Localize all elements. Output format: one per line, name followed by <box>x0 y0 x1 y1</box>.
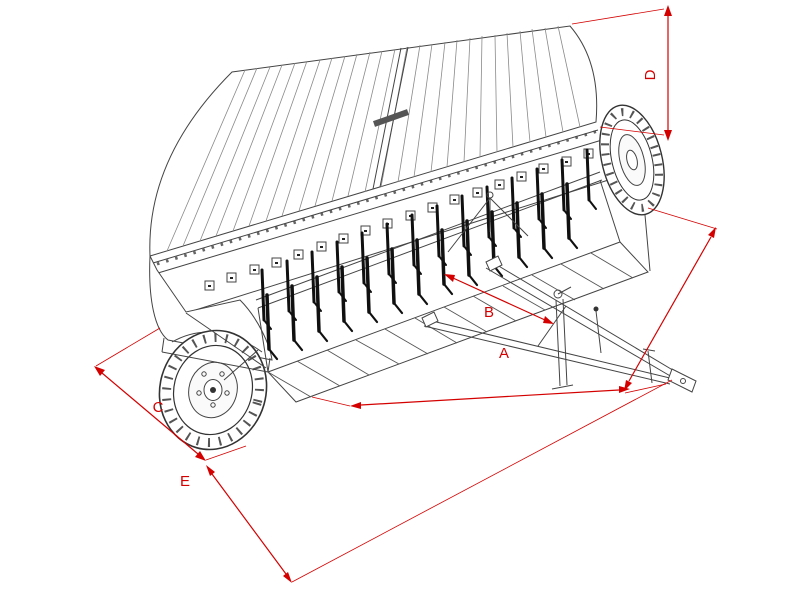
left-wheel <box>158 329 268 451</box>
seed-meter-row <box>204 148 594 291</box>
arrowhead <box>543 316 554 324</box>
arrowhead <box>664 5 672 16</box>
dimension-c-label: C <box>153 399 164 416</box>
dimension-b-label: B <box>484 304 494 321</box>
arrowhead <box>619 386 630 393</box>
dimension-b: B <box>444 274 554 324</box>
dimension-c: C <box>94 327 247 461</box>
tire-tread <box>161 332 265 448</box>
arrowhead <box>195 451 206 461</box>
jack-handle <box>595 310 602 354</box>
dimension-overall-side <box>624 207 718 394</box>
dimension-a-label: A <box>499 345 509 362</box>
main-frame <box>161 179 621 373</box>
tire-tread <box>601 108 663 212</box>
lid-ribs <box>166 25 581 252</box>
lid-strap <box>373 109 409 127</box>
jack-crank <box>553 289 563 299</box>
hitch-pin <box>642 348 656 384</box>
lift-bracket <box>447 191 529 253</box>
wheel-hub <box>626 149 638 171</box>
dimension-d: D <box>571 5 672 141</box>
jack-stand <box>551 286 602 390</box>
seed-tubes-front <box>265 182 579 361</box>
hitch-clevis <box>667 368 697 393</box>
arrowhead <box>664 130 672 141</box>
dimension-e: E <box>180 379 673 583</box>
arrowhead <box>283 572 292 583</box>
hopper-lid <box>149 25 599 266</box>
dimension-e-label: E <box>180 473 190 490</box>
arrowhead <box>444 274 455 282</box>
arrowhead <box>708 227 716 238</box>
lid-latch-row <box>156 129 599 266</box>
dimension-d-label: D <box>642 69 659 80</box>
arrowhead <box>206 465 215 476</box>
drawbar-hitch <box>421 255 697 393</box>
arrowhead <box>350 402 361 409</box>
right-wheel <box>599 104 665 216</box>
arrowhead <box>94 366 105 376</box>
dimension-a: A <box>311 345 630 409</box>
loading-board <box>267 241 649 403</box>
